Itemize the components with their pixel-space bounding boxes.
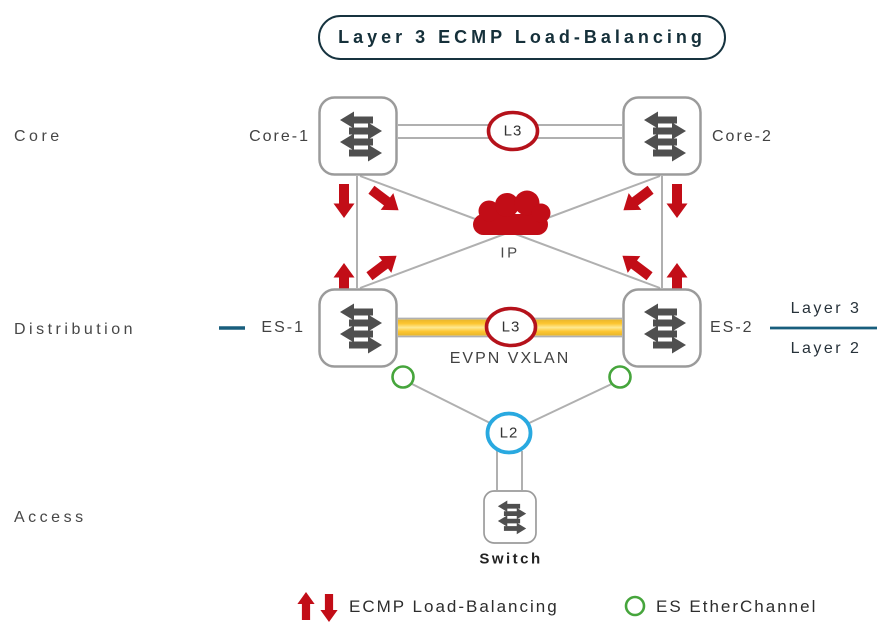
- access-switch-icon: [483, 490, 537, 544]
- access-switch-label: Switch: [479, 550, 543, 568]
- l3-core-label: L3: [503, 122, 523, 140]
- layer-label-distribution: Distribution: [14, 321, 137, 338]
- title-pill: Layer 3 ECMP Load-Balancing: [318, 15, 726, 60]
- ecmp-arrow-downleft-right-diag: [617, 181, 657, 219]
- layer-label-access: Access: [14, 509, 87, 526]
- divider-layer3-label: Layer 3: [790, 300, 862, 317]
- evpn-vxlan-label: EVPN VXLAN: [449, 350, 571, 367]
- l3-oval-dist: [484, 306, 538, 348]
- es1-l2-link: [405, 380, 495, 426]
- core1-switch-icon: [318, 96, 398, 176]
- layer-label-core: Core: [14, 128, 63, 145]
- legend-up-arrow-icon: [297, 592, 315, 620]
- ecmp-arrow-down-right-link: [666, 184, 688, 218]
- l2-oval-access: [485, 411, 533, 455]
- core2-switch-icon: [622, 96, 702, 176]
- legend-ecmp-label: ECMP Load-Balancing: [349, 597, 559, 616]
- core1-label: Core-1: [249, 128, 310, 145]
- core2-label: Core-2: [712, 128, 773, 145]
- divider-layer2-label: Layer 2: [790, 340, 862, 357]
- es2-switch-icon: [622, 288, 702, 368]
- es-etherchannel-circle-es1: [391, 365, 415, 389]
- ip-cloud-label: IP: [500, 244, 520, 262]
- l2-access-label: L2: [499, 424, 519, 442]
- es1-switch-icon: [318, 288, 398, 368]
- l3-oval-core: [486, 110, 540, 152]
- es2-l2-link: [524, 380, 619, 426]
- l3-dist-label: L3: [501, 318, 521, 336]
- diagram-title: Layer 3 ECMP Load-Balancing: [338, 27, 706, 47]
- legend-ecmp-arrows: [297, 592, 338, 622]
- ecmp-arrow-down-left-link: [333, 184, 355, 218]
- legend-down-arrow-icon: [320, 594, 338, 622]
- ip-cloud-icon: [473, 190, 551, 235]
- legend-etherchannel-label: ES EtherChannel: [656, 597, 818, 616]
- ecmp-arrow-downright-left-diag: [365, 181, 405, 219]
- es-etherchannel-circle-es2: [608, 365, 632, 389]
- es2-label: ES-2: [710, 319, 754, 336]
- es1-label: ES-1: [261, 319, 305, 336]
- legend-etherchannel-circle-icon: [624, 595, 646, 617]
